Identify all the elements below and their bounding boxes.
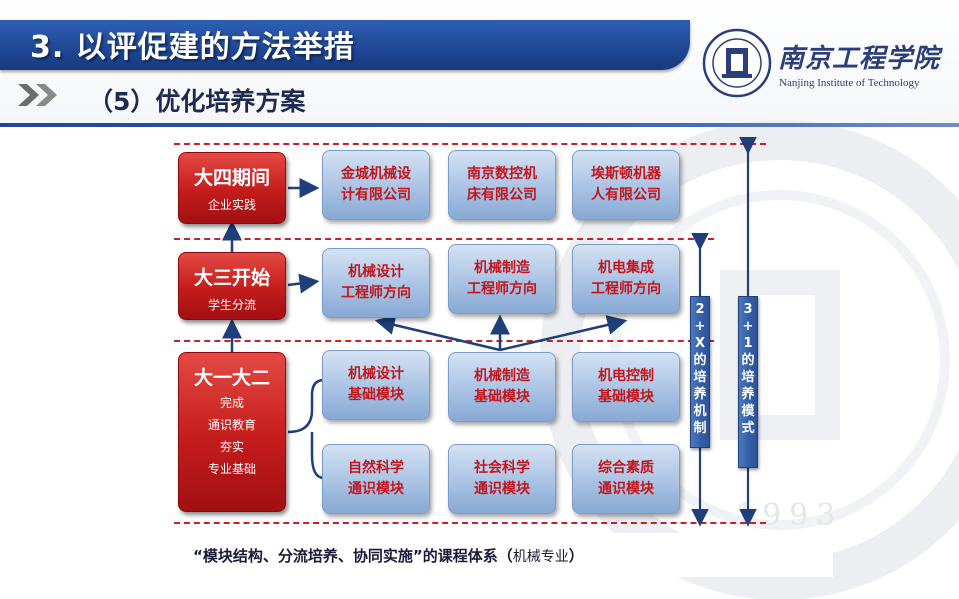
mode-char-8: 式 xyxy=(741,421,755,436)
caption-note: 机械专业 xyxy=(512,549,569,565)
mode-char-5: 培 xyxy=(741,370,755,385)
mode-char-1: 3 xyxy=(743,302,753,317)
university-logo-icon xyxy=(702,28,772,98)
stage-senior-box: 大四期间 企业实践 xyxy=(178,152,286,224)
general-3-line-2: 通识模块 xyxy=(598,481,654,497)
general-1-line-2: 通识模块 xyxy=(348,481,404,497)
foundation-module-box-3: 机电控制 基础模块 xyxy=(572,352,680,422)
company-box-2: 南京数控机 床有限公司 xyxy=(448,150,556,220)
mode-bar: 3 + 1 的 培 养 模 式 xyxy=(738,296,758,468)
mechanism-bar: 2 + X 的 培 养 机 制 xyxy=(690,296,710,448)
foundation-3-line-2: 基础模块 xyxy=(598,389,654,405)
company-3-line-2: 人有限公司 xyxy=(591,187,661,203)
mechanism-char-4: 的 xyxy=(693,353,707,368)
general-2-line-2: 通识模块 xyxy=(474,481,530,497)
mechanism-char-2: + xyxy=(694,319,706,334)
foundation-module-box-1: 机械设计 基础模块 xyxy=(322,350,430,420)
general-3-line-1: 综合素质 xyxy=(598,460,654,476)
direction-1-line-1: 机械设计 xyxy=(348,264,404,280)
mechanism-char-1: 2 xyxy=(695,302,705,317)
foundation-1-line-2: 基础模块 xyxy=(348,387,404,403)
general-module-box-3: 综合素质 通识模块 xyxy=(572,444,680,514)
stage-freshman-title: 大一大二 xyxy=(193,367,270,389)
stage-freshman-box: 大一大二 完成 通识教育 夯实 专业基础 xyxy=(178,352,286,512)
company-3-line-1: 埃斯顿机器 xyxy=(591,166,661,182)
foundation-2-line-1: 机械制造 xyxy=(474,368,530,384)
caption-end: ） xyxy=(568,547,584,565)
stage-senior-title: 大四期间 xyxy=(193,167,270,189)
mode-char-7: 模 xyxy=(741,404,755,419)
stage-junior-title: 大三开始 xyxy=(193,267,270,289)
general-2-line-1: 社会科学 xyxy=(474,460,530,476)
dashed-line-middle xyxy=(174,340,714,342)
direction-1-line-2: 工程师方向 xyxy=(341,285,411,301)
stage-freshman-line-4: 专业基础 xyxy=(207,462,256,476)
logo-english-name: Nanjing Institute of Technology xyxy=(779,77,920,89)
page-title: 3. 以评促建的方法举措 xyxy=(30,30,355,65)
stage-junior-sub: 学生分流 xyxy=(207,298,256,312)
caption-main: “模块结构、分流培养、协同实施”的课程体系（ xyxy=(193,547,513,565)
company-box-1: 金城机械设 计有限公司 xyxy=(322,150,430,220)
general-1-line-1: 自然科学 xyxy=(348,460,404,476)
stage-junior-box: 大三开始 学生分流 xyxy=(178,252,286,320)
mechanism-char-8: 制 xyxy=(693,421,707,436)
section-subtitle: （5）优化培养方案 xyxy=(88,87,306,116)
direction-box-1: 机械设计 工程师方向 xyxy=(322,248,430,318)
stage-senior-sub: 企业实践 xyxy=(207,198,256,212)
mechanism-char-6: 养 xyxy=(693,387,707,402)
foundation-2-line-2: 基础模块 xyxy=(474,389,530,405)
mechanism-char-3: X xyxy=(694,336,706,351)
stage-freshman-line-1: 完成 xyxy=(219,396,244,410)
dashed-line-bottom xyxy=(174,522,766,524)
title-bar xyxy=(0,20,690,70)
mechanism-char-7: 机 xyxy=(693,404,707,419)
foundation-3-line-1: 机电控制 xyxy=(598,368,654,384)
brace-connector xyxy=(287,378,325,480)
company-box-3: 埃斯顿机器 人有限公司 xyxy=(572,150,680,220)
mode-char-6: 养 xyxy=(741,387,755,402)
arrow-fan-right xyxy=(499,315,628,352)
direction-3-line-1: 机电集成 xyxy=(598,260,654,276)
direction-2-line-1: 机械制造 xyxy=(474,260,530,276)
arrow-fan-left xyxy=(374,315,501,352)
company-2-line-2: 床有限公司 xyxy=(467,187,537,203)
mechanism-char-5: 培 xyxy=(693,370,707,385)
foundation-1-line-1: 机械设计 xyxy=(348,366,404,382)
general-module-box-1: 自然科学 通识模块 xyxy=(322,444,430,514)
company-2-line-1: 南京数控机 xyxy=(467,166,537,182)
arrow-stage2-to-directions xyxy=(287,273,320,294)
mode-char-4: 的 xyxy=(741,353,755,368)
logo-chinese-name: 南京工程学院 xyxy=(778,44,941,74)
company-1-line-2: 计有限公司 xyxy=(341,187,411,203)
stage-freshman-line-3: 夯实 xyxy=(219,440,244,454)
company-1-line-1: 金城机械设 xyxy=(341,166,411,182)
stage-freshman-line-2: 通识教育 xyxy=(207,418,256,432)
diagram-caption: “模块结构、分流培养、协同实施”的课程体系（机械专业） xyxy=(193,545,584,566)
direction-2-line-2: 工程师方向 xyxy=(467,281,537,297)
dashed-line-top xyxy=(174,143,766,145)
direction-3-line-2: 工程师方向 xyxy=(591,281,661,297)
mode-char-2: + xyxy=(742,319,754,334)
direction-box-2: 机械制造 工程师方向 xyxy=(448,244,556,314)
foundation-module-box-2: 机械制造 基础模块 xyxy=(448,352,556,422)
caption-background xyxy=(118,533,833,577)
direction-box-3: 机电集成 工程师方向 xyxy=(572,244,680,314)
double-chevron-icon xyxy=(18,84,57,106)
dashed-line-upper xyxy=(174,238,714,240)
mode-char-3: 1 xyxy=(743,336,753,351)
header-separator xyxy=(0,123,959,127)
general-module-box-2: 社会科学 通识模块 xyxy=(448,444,556,514)
